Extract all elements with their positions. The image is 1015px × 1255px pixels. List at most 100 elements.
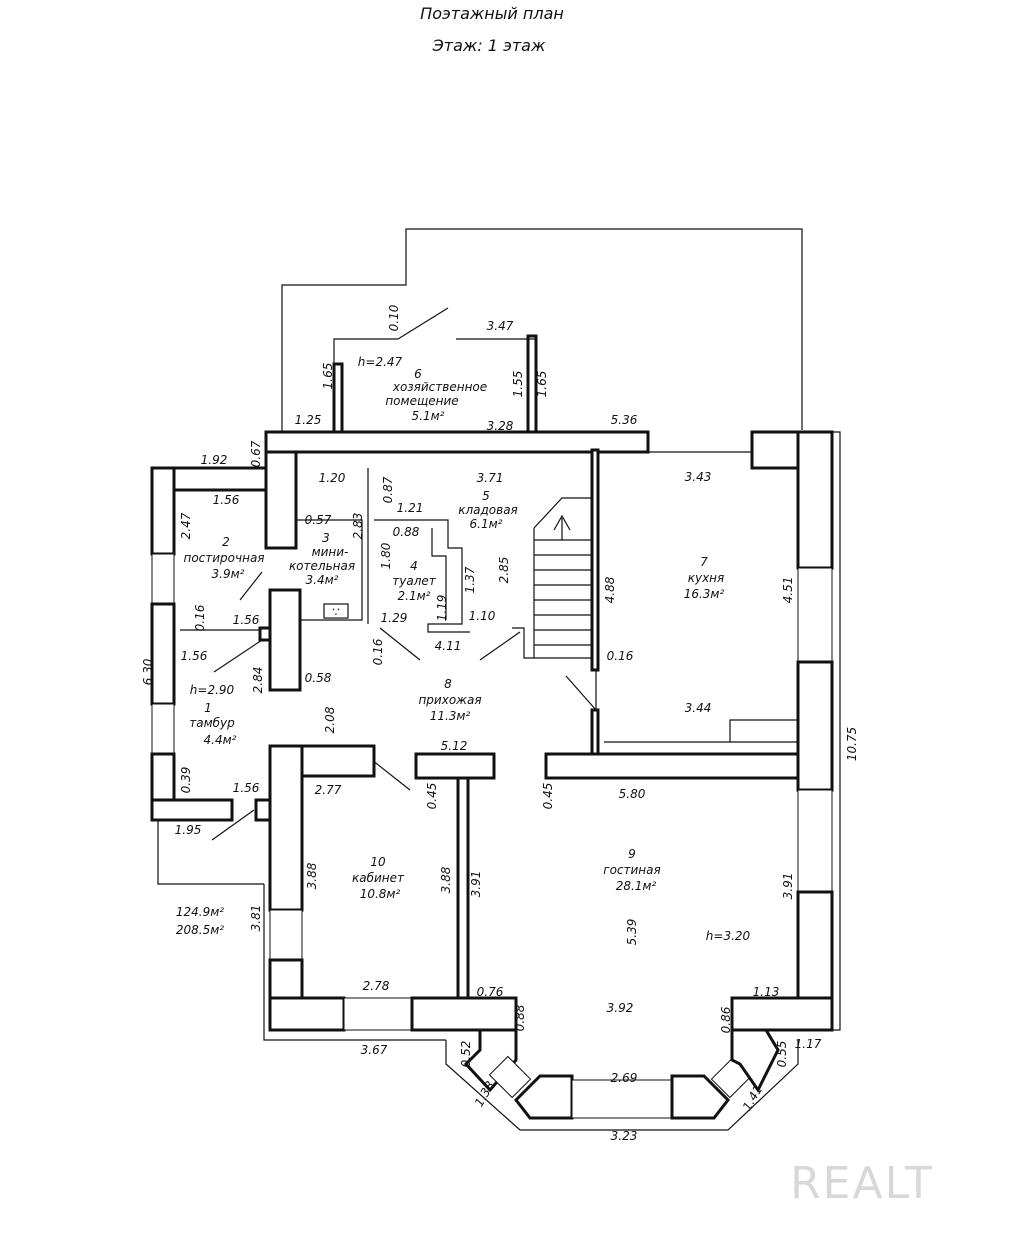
svg-text:4.51: 4.51 — [781, 577, 795, 604]
svg-text:10.75: 10.75 — [845, 727, 859, 761]
terrace-outline — [281, 228, 803, 432]
svg-text:3.91: 3.91 — [469, 871, 483, 898]
window-east-1 — [797, 567, 833, 663]
svg-text:3.28: 3.28 — [487, 419, 514, 433]
svg-text:2.1м²: 2.1м² — [398, 589, 431, 603]
svg-text:2.47: 2.47 — [179, 512, 193, 539]
door-swing-5 — [211, 809, 255, 841]
svg-text:10.8м²: 10.8м² — [360, 887, 401, 901]
east-wall-b — [796, 660, 834, 792]
office-west-wall — [268, 744, 304, 912]
staircase — [512, 462, 597, 750]
svg-text:туалет: туалет — [392, 574, 436, 588]
svg-text:2.85: 2.85 — [497, 557, 511, 584]
svg-text:5.1м²: 5.1м² — [412, 409, 445, 423]
svg-text:кладовая: кладовая — [458, 503, 518, 517]
svg-text:0.88: 0.88 — [393, 525, 420, 539]
svg-text:4: 4 — [410, 559, 418, 573]
kitchen-counter-2 — [729, 719, 798, 742]
svg-text:1.95: 1.95 — [175, 823, 202, 837]
living-north-wall — [544, 752, 800, 780]
svg-text:2.08: 2.08 — [323, 706, 337, 733]
svg-text:3.92: 3.92 — [607, 1001, 634, 1015]
svg-text:3.81: 3.81 — [249, 905, 263, 932]
door-swing-1 — [379, 627, 421, 661]
west-wall-bottom — [150, 798, 234, 822]
svg-text:3.88: 3.88 — [305, 862, 319, 889]
svg-text:1.13: 1.13 — [753, 985, 780, 999]
kitchen-partition — [590, 448, 600, 672]
svg-text:0.88: 0.88 — [513, 1004, 527, 1031]
svg-text:0.87: 0.87 — [381, 476, 395, 503]
svg-text:4.88: 4.88 — [603, 576, 617, 603]
svg-text:2.83: 2.83 — [351, 513, 365, 540]
svg-text:4.4м²: 4.4м² — [204, 733, 237, 747]
svg-text:3.44: 3.44 — [685, 701, 712, 715]
utility-door-swing — [397, 307, 449, 340]
south-wall-west — [268, 996, 346, 1032]
svg-text:1.92: 1.92 — [201, 453, 228, 467]
room-2: 2 постирочная 3.9м² — [183, 535, 264, 581]
svg-text:постирочная: постирочная — [183, 551, 264, 565]
svg-text:3: 3 — [322, 531, 330, 545]
svg-text:3.91: 3.91 — [781, 873, 795, 900]
svg-text:6.30: 6.30 — [141, 658, 155, 685]
svg-text:1.21: 1.21 — [397, 501, 424, 515]
room-10: 10 кабинет 10.8м² — [352, 855, 405, 901]
svg-text:28.1м²: 28.1м² — [616, 879, 657, 893]
svg-text:8: 8 — [444, 677, 452, 691]
floor-label: Этаж: 1 этаж — [432, 36, 546, 55]
bay-window — [445, 1028, 799, 1131]
dimension-labels: 3.47 1.25 3.28 5.36 1.92 1.56 1.20 3.71 … — [175, 319, 822, 1143]
south-wall-east — [730, 996, 834, 1032]
toilet-wall-inner — [431, 528, 447, 620]
west-wall-a — [150, 466, 176, 556]
svg-text:мини-: мини- — [312, 545, 349, 559]
svg-text:кухня: кухня — [688, 571, 725, 585]
svg-text:7: 7 — [700, 555, 708, 569]
window-west-2 — [151, 703, 175, 755]
window-west-1 — [151, 553, 175, 605]
vestibule-height: h=2.90 — [190, 683, 235, 697]
svg-text:3.43: 3.43 — [685, 470, 712, 484]
svg-text:1: 1 — [204, 701, 212, 715]
door-swing-4 — [213, 639, 263, 673]
door-swing-6 — [371, 759, 411, 791]
door-swing-2 — [479, 631, 521, 661]
svg-text:1.19: 1.19 — [435, 595, 449, 622]
svg-text:0.16: 0.16 — [607, 649, 634, 663]
svg-text:1.17: 1.17 — [795, 1037, 822, 1051]
window-south-office — [343, 997, 413, 1031]
north-wall-west — [264, 450, 298, 550]
svg-text:0.57: 0.57 — [305, 513, 332, 527]
svg-text:1.29: 1.29 — [381, 611, 408, 625]
total-area-2: 208.5м² — [176, 923, 224, 937]
room-4: 4 туалет 2.1м² — [392, 559, 436, 603]
east-outline — [832, 431, 841, 1031]
svg-text:1.25: 1.25 — [295, 413, 322, 427]
svg-text:2.69: 2.69 — [611, 1071, 638, 1085]
svg-text:1.37: 1.37 — [463, 566, 477, 593]
svg-text:5.80: 5.80 — [619, 787, 646, 801]
room-8: 8 прихожая 11.3м² — [418, 677, 481, 723]
boiler-icon: ∵ — [332, 605, 340, 619]
partition-column — [268, 588, 302, 692]
north-wall — [264, 430, 650, 454]
svg-text:9: 9 — [628, 847, 636, 861]
boiler-symbol — [323, 603, 349, 619]
room-7: 7 кухня 16.3м² — [684, 555, 725, 601]
boiler-wall — [296, 519, 363, 621]
svg-text:0.16: 0.16 — [371, 638, 385, 665]
kitchen-partition-low — [590, 708, 600, 756]
svg-text:3.4м²: 3.4м² — [306, 573, 339, 587]
svg-text:5: 5 — [482, 489, 490, 503]
svg-text:2.78: 2.78 — [363, 979, 390, 993]
svg-text:3.88: 3.88 — [439, 866, 453, 893]
svg-text:2: 2 — [222, 535, 230, 549]
svg-text:5.36: 5.36 — [611, 413, 638, 427]
svg-text:1.10: 1.10 — [469, 609, 496, 623]
svg-text:хозяйственное: хозяйственное — [392, 380, 487, 394]
window-east-2 — [797, 789, 833, 893]
svg-text:1.80: 1.80 — [379, 542, 393, 569]
svg-text:2.84: 2.84 — [251, 667, 265, 694]
